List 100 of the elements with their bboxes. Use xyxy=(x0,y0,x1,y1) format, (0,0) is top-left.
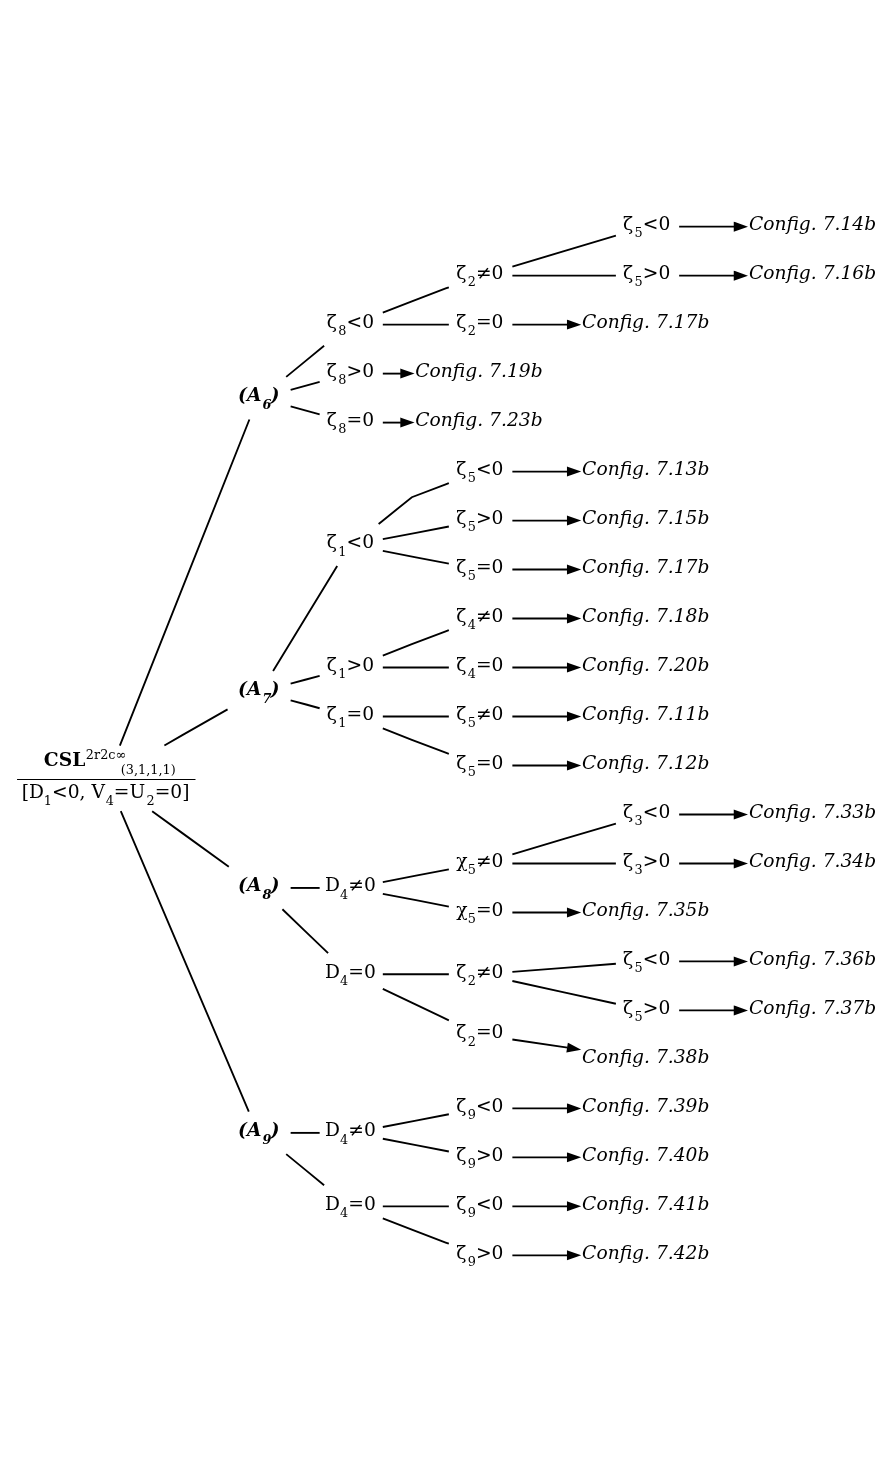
node-text: ζ$_{8}$<0 xyxy=(326,310,375,338)
connector xyxy=(377,481,450,525)
arrow xyxy=(511,1102,582,1113)
connector xyxy=(381,1216,450,1245)
node-text: Config. 7.23b xyxy=(415,408,543,430)
node-text: ζ$_{5}$>0 xyxy=(622,996,671,1024)
connector xyxy=(381,525,450,540)
node-text: ζ$_{5}$=0 xyxy=(456,751,504,779)
node-text: ζ$_{5}$>0 xyxy=(456,506,504,534)
connector xyxy=(272,564,339,672)
arrow xyxy=(678,809,748,819)
connector xyxy=(511,862,617,864)
node-text: χ$_{5}$=0 xyxy=(456,898,504,926)
arrow xyxy=(511,662,582,672)
node-text: ζ$_{3}$>0 xyxy=(622,849,671,877)
arrow xyxy=(511,613,582,624)
node-text: ζ$_{1}$=0 xyxy=(326,702,375,730)
arrow xyxy=(511,906,582,917)
connector xyxy=(381,867,450,883)
connector xyxy=(511,962,617,973)
arrow xyxy=(511,760,582,770)
node-text: ζ$_{5}$≠0 xyxy=(456,702,504,730)
connector xyxy=(381,285,450,314)
arrow xyxy=(511,515,582,526)
connector xyxy=(511,234,617,267)
node-text: ζ$_{9}$<0 xyxy=(456,1094,504,1122)
node-text: D$_{4}$=0 xyxy=(324,960,376,988)
connector xyxy=(381,892,450,907)
node-text: Config. 7.18b xyxy=(582,604,710,626)
node-text: ζ$_{4}$=0 xyxy=(456,653,504,681)
arrow xyxy=(511,711,582,721)
connector xyxy=(381,987,450,1021)
node-text: (A$_{8}$) xyxy=(238,872,280,902)
node-text: ζ$_{2}$≠0 xyxy=(456,261,504,289)
node-text: ζ$_{2}$≠0 xyxy=(456,960,504,988)
node-text: Config. 7.37b xyxy=(748,996,877,1018)
node-text: χ$_{5}$≠0 xyxy=(456,849,504,877)
node-text: Config. 7.12b xyxy=(582,751,710,773)
connector xyxy=(511,274,617,277)
connector xyxy=(381,1112,450,1128)
node-text: ζ$_{1}$<0 xyxy=(326,530,375,559)
connector xyxy=(381,323,450,326)
node-text: Config. 7.15b xyxy=(582,506,710,528)
connector xyxy=(381,727,450,755)
connector xyxy=(381,549,450,565)
connector xyxy=(511,822,617,855)
connector xyxy=(381,666,450,668)
node-text: Config. 7.17b xyxy=(582,555,710,577)
connector xyxy=(289,674,321,685)
arrow xyxy=(511,1200,582,1211)
node-text: Config. 7.19b xyxy=(415,359,543,381)
connector xyxy=(289,380,321,391)
connector xyxy=(289,1131,321,1134)
connector xyxy=(285,1152,326,1186)
node-text: ζ$_{2}$=0 xyxy=(456,1020,504,1049)
node-text: Config. 7.34b xyxy=(748,849,877,871)
connector xyxy=(381,715,450,717)
arrow xyxy=(678,221,748,232)
connector xyxy=(289,404,321,415)
node-text: ζ$_{9}$>0 xyxy=(456,1143,504,1171)
node-text: ζ$_{5}$<0 xyxy=(456,457,504,485)
node-text: D$_{4}$≠0 xyxy=(324,873,376,902)
node-text: (A$_{9}$) xyxy=(238,1117,280,1147)
node-text: Config. 7.13b xyxy=(582,457,710,479)
arrow xyxy=(381,368,415,379)
node-text: Config. 7.40b xyxy=(582,1143,710,1165)
arrow xyxy=(511,319,582,330)
node-text: ζ$_{8}$>0 xyxy=(326,359,375,387)
node-text: ζ$_{1}$>0 xyxy=(326,653,375,681)
connector xyxy=(119,809,250,1112)
connector xyxy=(511,979,617,1005)
node-text: Config. 7.14b xyxy=(748,212,877,234)
node-text: Config. 7.16b xyxy=(748,261,877,283)
node-text: Config. 7.41b xyxy=(582,1192,710,1214)
arrow xyxy=(678,270,748,281)
arrow xyxy=(381,417,415,428)
arrow xyxy=(511,1151,582,1162)
node-text: Config. 7.38b xyxy=(582,1045,710,1067)
connector xyxy=(151,809,230,868)
connector xyxy=(289,698,321,709)
node-text: D$_{4}$≠0 xyxy=(324,1118,376,1147)
node-text: ζ$_{5}$>0 xyxy=(622,261,671,289)
connector xyxy=(163,707,229,746)
node-text: (A$_{6}$) xyxy=(238,382,280,412)
connector xyxy=(118,418,251,746)
node-text: ζ$_{5}$<0 xyxy=(622,212,671,240)
arrow xyxy=(678,857,748,868)
arrow xyxy=(678,955,748,966)
arrow xyxy=(511,1249,582,1260)
node-text: (A$_{7}$) xyxy=(238,676,280,706)
node-text: Config. 7.11b xyxy=(582,702,710,724)
node-text: Config. 7.20b xyxy=(582,653,710,675)
connector xyxy=(381,1204,450,1207)
node-text: ζ$_{8}$=0 xyxy=(326,408,375,436)
node-text: Config. 7.36b xyxy=(748,947,877,969)
arrow xyxy=(678,1004,748,1015)
connector xyxy=(381,628,450,657)
node-text: ζ$_{4}$≠0 xyxy=(456,604,504,632)
node-text: ζ$_{2}$=0 xyxy=(456,310,504,338)
connector xyxy=(281,907,330,954)
